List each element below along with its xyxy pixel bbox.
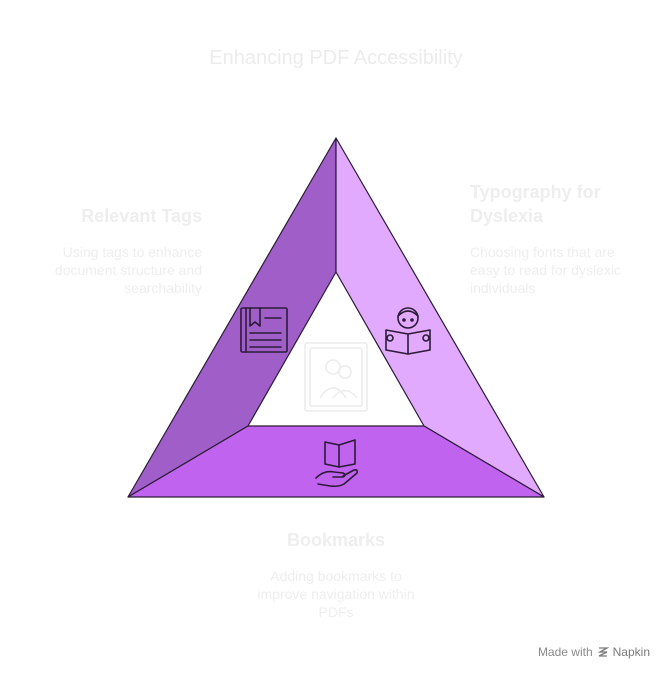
people-in-frame-icon xyxy=(304,342,368,412)
bookmarks-face[interactable] xyxy=(127,425,545,498)
napkin-logo-icon xyxy=(597,647,609,657)
bookmarks-heading: Bookmarks xyxy=(286,530,386,550)
relevant-tags-description: Using tags to enhance document structure… xyxy=(54,244,202,296)
page-title: Enhancing PDF Accessibility xyxy=(209,47,463,69)
hand-holding-book-icon xyxy=(315,439,358,488)
typography-description: Choosing fonts that are easy to read for… xyxy=(470,244,621,296)
made-with-label: Made with xyxy=(537,645,593,659)
napkin-app-label: Napkin xyxy=(612,645,650,659)
napkin-brand-link[interactable]: Made with Napkin xyxy=(538,645,650,659)
relevant-tags-heading: Relevant Tags xyxy=(81,206,202,226)
person-reading-icon xyxy=(385,307,431,355)
bookmarks-description: Adding bookmarks to improve navigation w… xyxy=(257,568,415,620)
typography-heading: Typography for Dyslexia xyxy=(470,182,601,226)
tagged-document-icon xyxy=(240,307,288,353)
